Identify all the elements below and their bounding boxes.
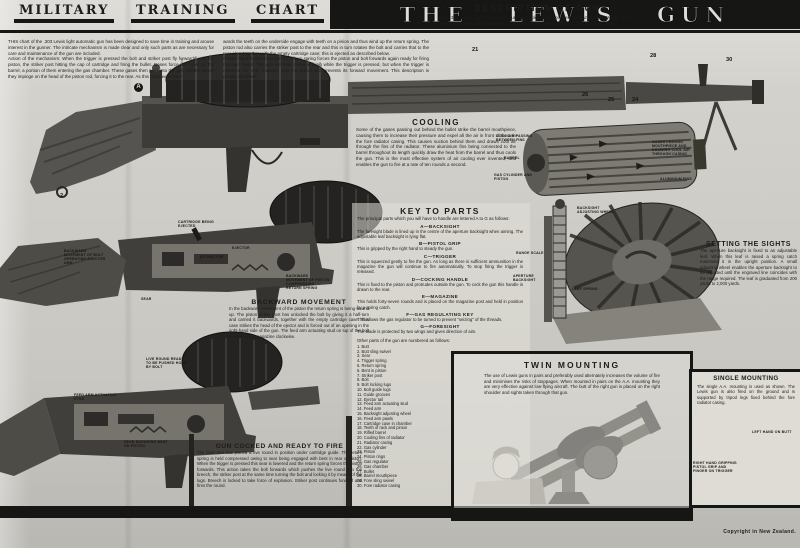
description-heading: DESCRIPTION OF GUN (474, 3, 601, 13)
key-to-parts-entries: A—BACKSIGHT The foresight blade is lined… (357, 224, 523, 335)
key-entry-letter: G—FORESIGHT (420, 324, 460, 330)
numbered-part-item: 13. Feed arm actuating stud (357, 401, 408, 407)
letter-a-callout: A (134, 83, 143, 92)
numbered-part-item: 8. Bolt (357, 377, 369, 383)
twin-mounting-heading: TWIN MOUNTING (523, 360, 621, 370)
key-entry-letter: E—MAGAZINE (421, 294, 459, 300)
key-entry: F—GAS REGULATING KEY This allows the gas… (357, 312, 523, 322)
numbered-part-item: 14. Feed arm (357, 406, 382, 412)
key-to-parts-heading: KEY TO PARTS (400, 206, 480, 216)
masthead-word-training: TRAINING (130, 3, 235, 23)
numbered-part-item: 21. Radiator casing (357, 439, 393, 445)
section-setting-sights: SETTING THE SIGHTS The aperture backsigh… (700, 241, 797, 287)
cooling-heading: COOLING (412, 118, 460, 127)
setting-sights-body: The aperture backsight is fixed to an ad… (700, 248, 797, 286)
numbered-part-item: 30. Fore radiator casing (357, 482, 401, 488)
numbered-part-item: 12. Ejector tail (357, 396, 383, 402)
numbered-part-item: 22. Gas cylinder (357, 444, 387, 450)
description-body: The .303 Lewis Light Automatic Gun: air … (440, 15, 635, 26)
numbered-part-item: 29. Fore sling swivel (357, 478, 395, 484)
fold-strip-left (189, 434, 194, 506)
key-entry-text: This is squeezed gently to fire the gun.… (357, 258, 523, 275)
numbered-part-item: 6. Bent in piston (357, 367, 387, 373)
numbered-part-item: 9. Bolt locking lugs (357, 382, 392, 388)
section-gun-cocked: GUN COCKED AND READY TO FIRE The feed ar… (197, 443, 362, 489)
numbered-part-item: 15. Backsight adjusting wheel (357, 410, 411, 416)
numbered-part-item: 5. Return spring (357, 363, 387, 368)
numbered-part-item: 19. Rifled barrel (357, 430, 386, 436)
key-entry-letter: A—BACKSIGHT (420, 223, 460, 229)
copyright-notice: Copyright in New Zealand. (723, 529, 796, 535)
key-entry: G—FORESIGHT The blade is protected by tw… (357, 324, 523, 334)
key-entry: D—COCKING HANDLE This is fixed to the pi… (357, 277, 523, 293)
numbered-part-item: 11. Guide grooves (357, 391, 391, 397)
numbered-part-item: 3. Sear (357, 353, 371, 359)
key-entry-text: The blade is protected by two wings and … (357, 329, 477, 335)
key-entry: B—PISTOL GRIP This is gripped by the rig… (357, 241, 523, 251)
cooling-body: Some of the gases passing out behind the… (356, 127, 516, 167)
masthead-words: MILITARY TRAINING CHART (14, 3, 324, 23)
key-entry-letter: D—COCKING HANDLE (411, 276, 469, 282)
numbered-part-item: 24. Piston rings (357, 454, 386, 460)
numbered-part-item: 18. Teeth of rack and pinion (357, 425, 408, 431)
title-band: THE LEWIS GUN (330, 0, 800, 29)
intro-column-1: THIS chart of the .303 Lewis light autom… (8, 39, 214, 79)
numbered-part-item: 1. Butt (357, 343, 369, 349)
intro-column-2: wards the teeth on the underside engage … (223, 39, 429, 79)
key-entry-letter: F—GAS REGULATING KEY (406, 312, 474, 318)
section-single-mounting: SINGLE MOUNTING The single A.A. mounting… (689, 369, 800, 508)
key-entry: A—BACKSIGHT The foresight blade is lined… (357, 224, 523, 240)
setting-sights-illustration (544, 199, 722, 344)
twin-mounting-body: The use of Lewis guns in pairs and prefe… (484, 373, 660, 395)
header-rule (0, 30, 800, 33)
numbered-part-item: 20. Cooling fins of radiator (357, 434, 405, 440)
numbered-part-item: 27. Bullet (357, 468, 375, 474)
main-gun-illustration (30, 52, 764, 198)
setting-sights-heading: SETTING THE SIGHTS (705, 241, 792, 248)
key-entry: E—MAGAZINE This holds forty-seven rounds… (357, 294, 523, 310)
key-entry-text: This allows the gas regulator to be turn… (357, 317, 503, 323)
fold-strip-right (346, 416, 352, 506)
section-twin-mounting: TWIN MOUNTING The use of Lewis guns in p… (451, 351, 693, 521)
key-entry-text: The foresight blade is lined up in the c… (357, 228, 523, 239)
key-entry-text: This holds forty-seven rounds and is pla… (357, 299, 523, 310)
backward-movement-body: In the backward movement of the piston t… (229, 306, 369, 339)
numbered-part-item: 23. Piston (357, 449, 376, 455)
backward-movement-heading: BACKWARD MOVEMENT (251, 299, 347, 306)
key-to-parts-other-intro: Other parts of the gun are numbered as f… (357, 337, 450, 343)
gun-cocked-heading: GUN COCKED AND READY TO FIRE (215, 443, 344, 450)
numbered-part-item: 25. Gas regulator (357, 458, 389, 464)
page-title: THE LEWIS GUN (399, 2, 731, 28)
key-entry: C—TRIGGER This is squeezed gently to fir… (357, 254, 523, 275)
numbered-part-item: 10. Bolt guide lugs (357, 386, 391, 392)
numbered-part-item: 2. Butt sling swivel (357, 348, 391, 354)
section-key-to-parts: KEY TO PARTS The principal parts which y… (357, 206, 523, 506)
section-cooling: COOLING Some of the gases passing out be… (356, 118, 516, 167)
key-entry-text: This is gripped by the right hand to ste… (357, 246, 454, 252)
numbered-part-item: 26. Gas chamber (357, 463, 389, 469)
masthead-word-military: MILITARY (14, 3, 115, 23)
masthead-word-chart: CHART (251, 3, 324, 23)
single-mounting-body: The single A.A. mounting is used as show… (697, 384, 795, 406)
key-to-parts-intro: The principal parts which you will have … (357, 216, 510, 221)
gun-cocked-body: The feed arm has placed a live round in … (197, 450, 362, 488)
single-mounting-heading: SINGLE MOUNTING (713, 375, 779, 382)
numbered-part-item: 7. Striker post (357, 372, 383, 378)
gun-cocked-illustration (0, 331, 320, 488)
key-entry-text: This is fixed to the piston and protrude… (357, 281, 523, 293)
numbered-part-item: 4. Trigger spring (357, 358, 387, 364)
numbered-part-item: 28. Barrel mouthpiece (357, 473, 398, 479)
section-description-of-gun: DESCRIPTION OF GUN The .303 Lewis Light … (430, 3, 645, 27)
numbered-part-item: 16. Feed arm pawls (357, 415, 393, 421)
key-entry-letter: C—TRIGGER (423, 253, 457, 259)
key-entry-letter: B—PISTOL GRIP (418, 241, 462, 247)
backward-movement-illustration (0, 180, 383, 318)
section-backward-movement: BACKWARD MOVEMENT In the backward moveme… (229, 299, 369, 339)
numbered-part-item: 17. Cartridge case in chamber (357, 420, 412, 426)
cooling-illustration (522, 121, 707, 196)
